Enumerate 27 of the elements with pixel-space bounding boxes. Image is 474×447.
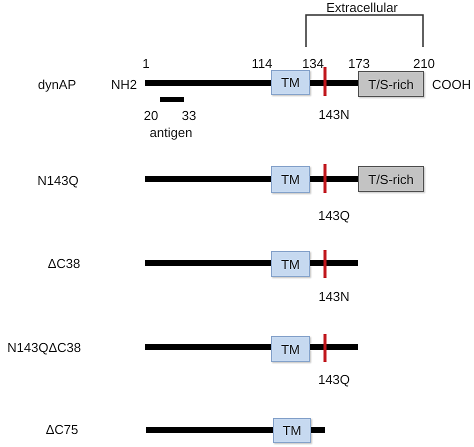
construct-name: ΔC38: [48, 256, 80, 270]
transmembrane-domain-box: TM: [273, 418, 311, 443]
residue-number: 210: [413, 56, 435, 70]
terminus-label: NH2: [110, 76, 137, 92]
construct-name: dynAP: [38, 76, 76, 92]
site-label: 143Q: [318, 208, 350, 222]
residue-number: 134: [302, 56, 324, 70]
site-label: 143N: [318, 288, 350, 304]
antigen-label: antigen: [150, 124, 192, 140]
residue-number: 114: [252, 56, 272, 70]
region-label: Extracellular: [326, 0, 398, 14]
residue-number: 33: [182, 108, 196, 122]
transmembrane-domain-box: TM: [271, 166, 310, 193]
transmembrane-domain-box: TM: [271, 70, 310, 95]
residue-number: 20: [144, 108, 158, 122]
transmembrane-domain-box: TM: [271, 251, 310, 277]
transmembrane-domain-box: TM: [271, 336, 310, 362]
site-label: 143N: [318, 106, 350, 122]
terminus-label: COOH: [432, 76, 471, 92]
construct-name: N143Q: [37, 172, 79, 188]
ts-rich-domain-box: T/S-rich: [358, 166, 424, 192]
construct-name: ΔC75: [46, 422, 78, 436]
site-label: 143Q: [318, 372, 350, 386]
ts-rich-domain-box: T/S-rich: [358, 71, 424, 97]
residue-number: 1: [142, 56, 150, 70]
residue-number: 173: [348, 56, 370, 70]
construct-name: N143QΔC38: [7, 340, 81, 354]
